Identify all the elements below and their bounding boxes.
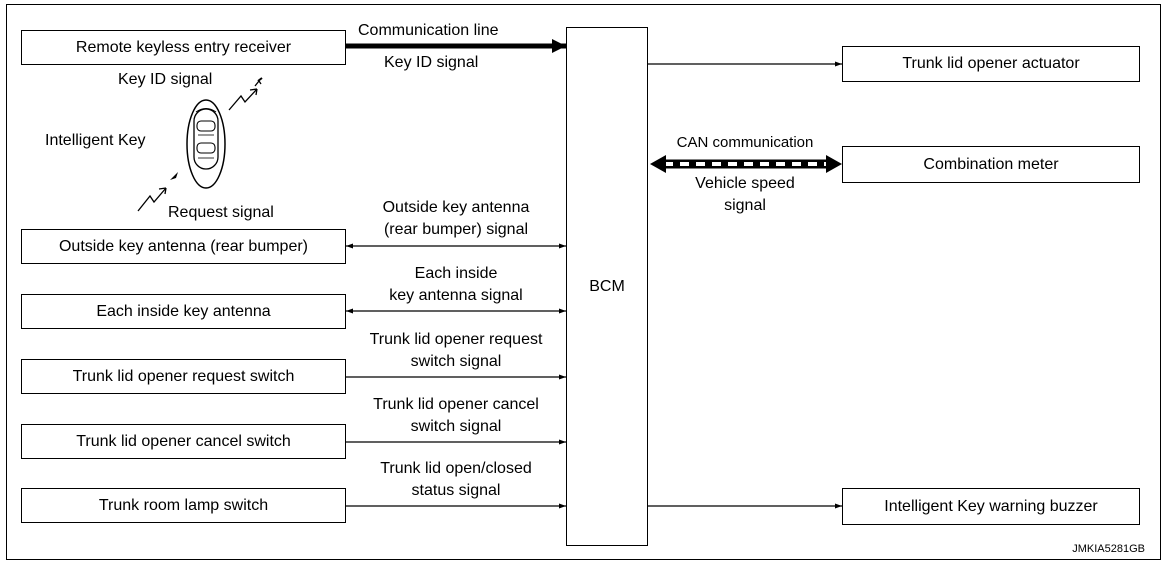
vehicle-speed-signal-label: Vehicle speed signal	[648, 173, 842, 217]
request-wireless-icon	[137, 172, 178, 212]
inside-antenna-signal-label: Each inside key antenna signal	[346, 263, 566, 307]
cancel-switch-signal-line1: Trunk lid opener cancel	[373, 396, 539, 413]
communication-line-label: Communication line	[358, 22, 499, 39]
bcm-box: BCM	[566, 27, 648, 546]
status-signal-line2: status signal	[411, 482, 501, 499]
can-communication-label: CAN communication	[676, 134, 814, 151]
outside-antenna-signal-label: Outside key antenna (rear bumper) signal	[346, 197, 566, 241]
request-switch-signal-line2: switch signal	[410, 353, 502, 370]
cancel-switch-signal-label: Trunk lid opener cancel switch signal	[346, 394, 566, 438]
intelligent-key-label: Intelligent Key	[45, 132, 146, 149]
outside-antenna-signal-line2: (rear bumper) signal	[383, 221, 529, 238]
outside-key-antenna-box: Outside key antenna (rear bumper)	[21, 229, 346, 264]
can-communication-arrow	[650, 155, 842, 173]
trunk-cancel-switch-box: Trunk lid opener cancel switch	[21, 424, 346, 459]
inside-antenna-signal-line2: key antenna signal	[389, 287, 523, 304]
key-id-line-label: Key ID signal	[384, 54, 479, 71]
vehicle-speed-line2: signal	[724, 197, 766, 214]
trunk-request-switch-box: Trunk lid opener request switch	[21, 359, 346, 394]
intelligent-key-warning-buzzer-box: Intelligent Key warning buzzer	[842, 488, 1140, 525]
inside-antenna-signal-line1: Each inside	[414, 265, 498, 282]
outside-antenna-signal-line1: Outside key antenna	[382, 199, 530, 216]
vehicle-speed-line1: Vehicle speed	[695, 175, 795, 192]
intelligent-key-fob-icon	[186, 99, 226, 189]
inside-key-antenna-box: Each inside key antenna	[21, 294, 346, 329]
figure-code: JMKIA5281GB	[1072, 543, 1145, 555]
remote-keyless-entry-receiver-box: Remote keyless entry receiver	[21, 30, 346, 65]
combination-meter-box: Combination meter	[842, 146, 1140, 183]
request-signal-label: Request signal	[168, 204, 274, 221]
request-switch-signal-label: Trunk lid opener request switch signal	[346, 329, 566, 373]
key-id-wireless-icon	[228, 77, 263, 111]
cancel-switch-signal-line2: switch signal	[410, 418, 502, 435]
key-id-wireless-label: Key ID signal	[118, 71, 213, 88]
status-signal-label: Trunk lid open/closed status signal	[346, 458, 566, 502]
request-switch-signal-line1: Trunk lid opener request	[369, 331, 543, 348]
trunk-room-lamp-switch-box: Trunk room lamp switch	[21, 488, 346, 523]
status-signal-line1: Trunk lid open/closed	[380, 460, 532, 477]
trunk-lid-opener-actuator-box: Trunk lid opener actuator	[842, 46, 1140, 82]
